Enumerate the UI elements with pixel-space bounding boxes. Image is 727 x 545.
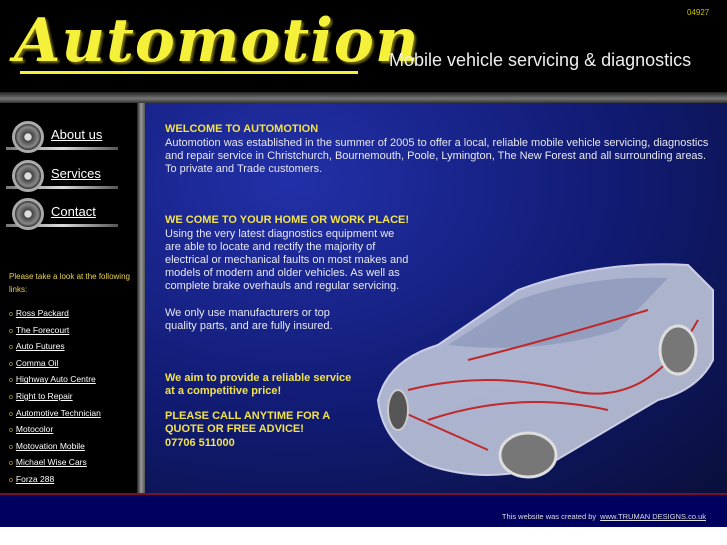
nav-services[interactable]: Services [6,160,118,194]
bullet-icon: o [9,443,13,451]
welcome-text: Automotion was established in the summer… [165,137,709,175]
link[interactable]: Michael Wise Cars [15,457,87,468]
welcome-heading: WELCOME TO AUTOMOTION [165,123,319,135]
logo: Automotion [14,6,420,76]
parts-text: We only use manufacturers or top quality… [165,307,333,332]
nav-label[interactable]: Contact [51,204,96,219]
link[interactable]: Motovation Mobile [15,440,85,451]
nav-contact[interactable]: Contact [6,198,118,232]
nav-label[interactable]: Services [51,166,101,181]
logo-underline [20,71,358,74]
link[interactable]: Ross Packard [15,308,69,318]
link[interactable]: The Forecourt [15,324,70,335]
nav-underline [6,224,118,227]
nav-label[interactable]: About us [51,127,103,142]
home-text: Using the very latest diagnostics equipm… [165,228,409,292]
link[interactable]: Motocolor [15,424,54,435]
footer-credit-text: This website was created by [501,512,597,521]
bullet-icon: o [9,476,13,484]
bullet-icon: o [9,360,13,368]
wheel-icon [12,121,44,153]
call-text: PLEASE CALL ANYTIME FOR A QUOTE OR FREE … [165,410,330,435]
bullet-icon: o [9,410,13,418]
tagline: Mobile vehicle servicing & diagnostics [389,50,692,70]
bullet-icon: o [9,327,13,335]
nav-underline [6,186,118,189]
bullet-icon: o [9,460,13,468]
wheel-icon [12,160,44,192]
hit-counter: 04927 [687,8,710,17]
aim-text: We aim to provide a reliable service at … [165,372,352,397]
link[interactable]: Right to Repair [15,390,73,401]
header: Automotion Mobile vehicle servicing & di… [0,0,727,92]
designer-link[interactable]: www.TRUMAN DESIGNS.co.uk [600,512,706,521]
car-xray-image [376,263,714,479]
footer-divider [0,493,727,495]
wheel-icon [12,198,44,230]
bullet-icon: o [9,427,13,435]
header-divider [0,92,727,103]
nav-about-us[interactable]: About us [6,121,118,155]
link[interactable]: Auto Futures [15,341,65,352]
nav-underline [6,147,118,150]
bullet-icon: o [9,344,13,352]
bullet-icon: o [9,393,13,401]
links-intro: Please take a look at the following link… [9,272,130,294]
link[interactable]: Automotive Technician [15,407,101,418]
link[interactable]: Forza 288 [15,473,55,484]
bullet-icon: o [9,377,13,385]
home-heading: WE COME TO YOUR HOME OR WORK PLACE! [165,214,410,226]
phone-number: 07706 511000 [165,437,235,449]
sidebar-edge [137,103,145,493]
link[interactable]: Comma Oil [15,357,59,368]
bullet-icon: o [9,311,13,318]
link[interactable]: Highway Auto Centre [15,374,96,385]
